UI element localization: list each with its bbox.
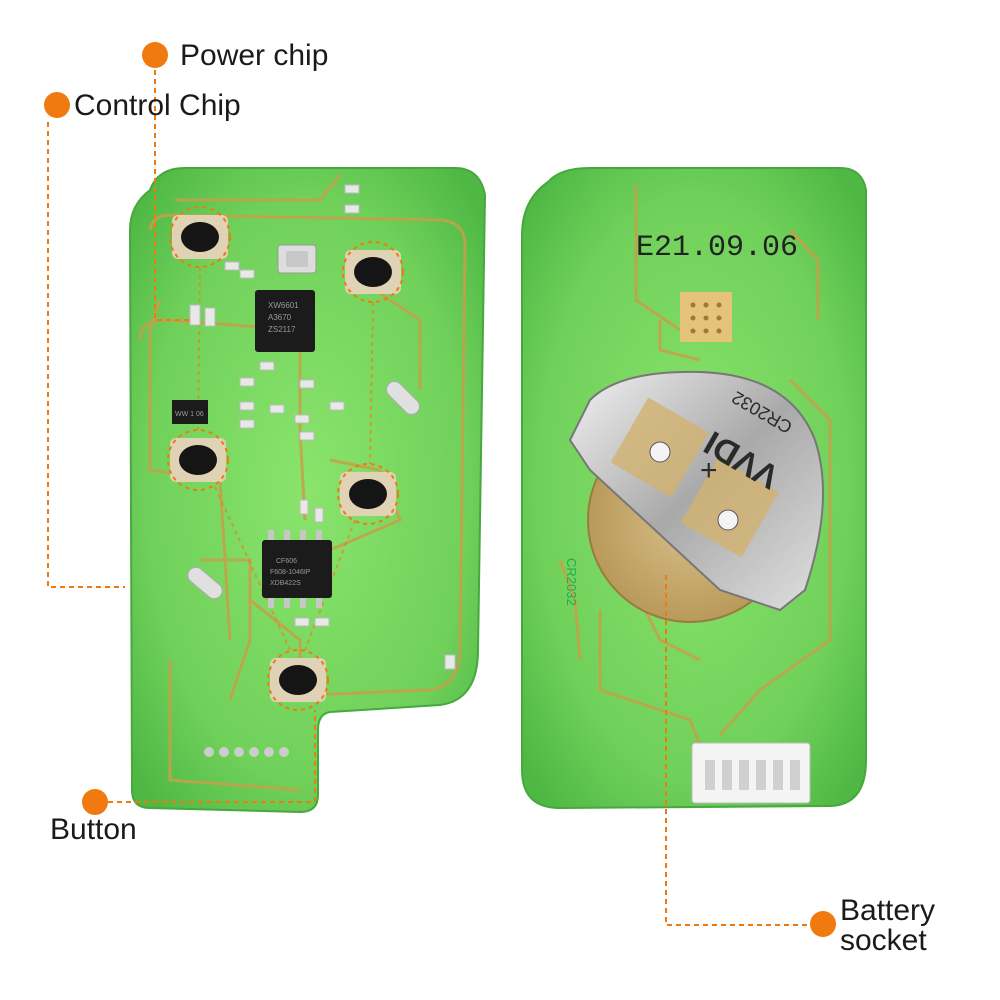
circuit-traces bbox=[138, 174, 467, 792]
polarity-mark: + bbox=[700, 454, 718, 487]
connector bbox=[691, 742, 811, 804]
test-pad-grid bbox=[680, 292, 732, 342]
svg-text:WW 1 06: WW 1 06 bbox=[175, 411, 204, 418]
button-dot bbox=[82, 789, 108, 815]
battery-holder: VVDI CR2032 + bbox=[568, 370, 824, 612]
smd-components bbox=[189, 184, 456, 670]
button-label: Button bbox=[50, 813, 137, 846]
battery-socket-dot bbox=[810, 911, 836, 937]
tactile-button-4 bbox=[340, 472, 396, 516]
button-highlights bbox=[167, 206, 404, 711]
button-leader bbox=[108, 710, 316, 803]
antenna-pad-2 bbox=[187, 566, 223, 600]
diode: WW 1 06 bbox=[172, 400, 208, 424]
svg-text:CF606: CF606 bbox=[276, 558, 297, 565]
date-code: E21.09.06 bbox=[636, 231, 798, 265]
tactile-button-5 bbox=[270, 658, 326, 702]
callout-lines bbox=[47, 70, 812, 926]
power-chip-label: Power chip bbox=[180, 39, 329, 72]
power-chip: XW6601 A3670 ZS2117 bbox=[255, 290, 315, 352]
battery-socket-label-line2: socket bbox=[840, 924, 927, 957]
svg-text:ZS2117: ZS2117 bbox=[268, 325, 296, 334]
crystal-component bbox=[277, 244, 317, 274]
tactile-button-2 bbox=[345, 250, 401, 294]
svg-text:A3670: A3670 bbox=[268, 313, 292, 322]
left-board: XW6601 A3670 ZS2117 CF606 F608-1046IP XD… bbox=[128, 167, 487, 814]
svg-text:F608-1046IP: F608-1046IP bbox=[270, 569, 311, 576]
control-chip-dot bbox=[44, 92, 70, 118]
right-board: E21.09.06 VVDI CR2032 + CR2032 bbox=[521, 167, 867, 810]
edge-contacts-left bbox=[204, 747, 289, 757]
power-chip-leader bbox=[154, 70, 190, 321]
battery-socket-label: Battery socket bbox=[840, 896, 935, 956]
antenna-pad-1 bbox=[386, 381, 420, 415]
battery-socket-label-line1: Battery bbox=[840, 894, 936, 927]
control-chip: CF606 F608-1046IP XDB422S bbox=[262, 530, 332, 608]
power-chip-dot bbox=[142, 42, 168, 68]
control-chip-leader bbox=[47, 122, 125, 588]
control-chip-label: Control Chip bbox=[74, 89, 241, 122]
battery-model-silkscreen: CR2032 bbox=[564, 558, 579, 606]
svg-text:XDB422S: XDB422S bbox=[270, 580, 301, 587]
svg-text:XW6601: XW6601 bbox=[268, 301, 299, 310]
tactile-button-1 bbox=[172, 215, 228, 259]
tactile-button-3 bbox=[170, 438, 226, 482]
